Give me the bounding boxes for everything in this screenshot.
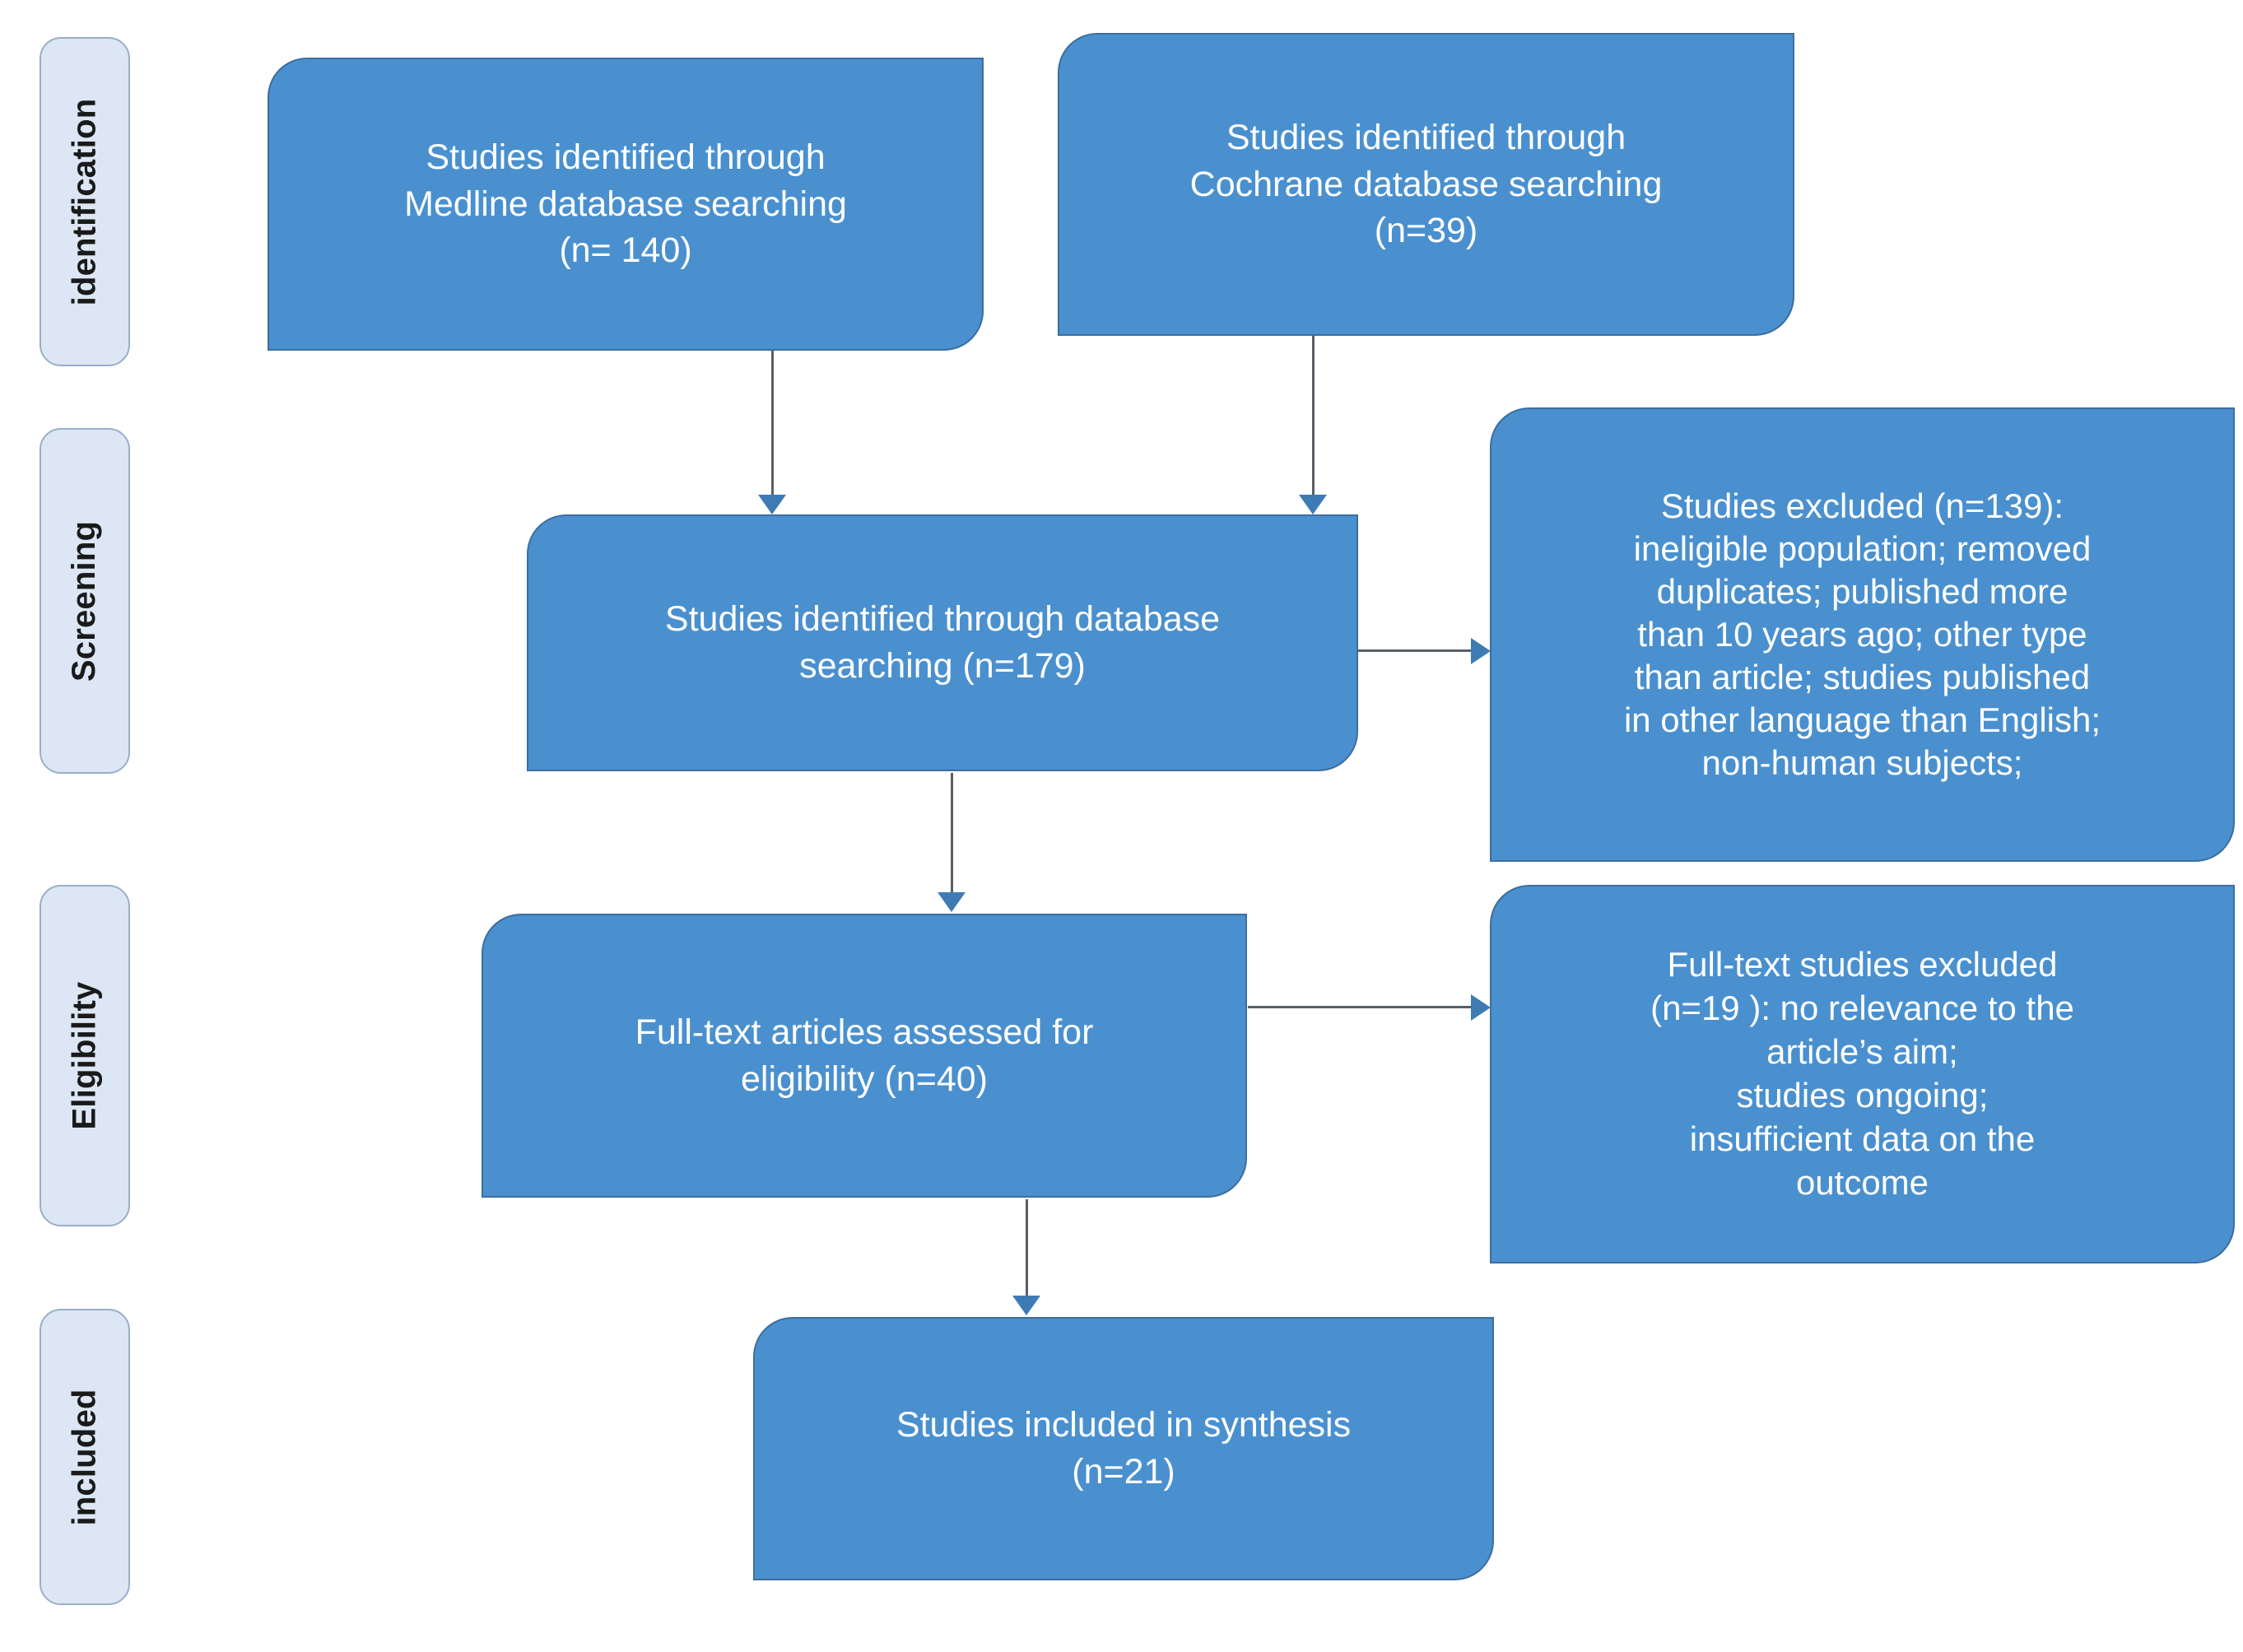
stage-label-screening: Screening	[40, 428, 130, 774]
box-fulltext-assessed: Full-text articles assessed for eligibil…	[482, 914, 1247, 1198]
stage-label-included: included	[40, 1309, 130, 1605]
arrowhead-down-icon	[938, 892, 966, 912]
arrowhead-right-icon	[1471, 638, 1491, 664]
connector-line	[951, 773, 953, 895]
box-included-synthesis: Studies included in synthesis (n=21)	[753, 1317, 1494, 1580]
connector-line	[1248, 1006, 1474, 1008]
connector-line	[1358, 649, 1473, 652]
arrowhead-down-icon	[1299, 495, 1327, 514]
arrowhead-down-icon	[758, 495, 786, 514]
stage-label-screening-text: Screening	[66, 520, 103, 682]
connector-line	[771, 351, 774, 497]
arrowhead-right-icon	[1471, 994, 1491, 1021]
box-cochrane-search: Studies identified through Cochrane data…	[1058, 33, 1794, 336]
stage-label-identification-text: identification	[66, 98, 103, 305]
stage-label-included-text: included	[66, 1388, 103, 1526]
stage-label-eligibility: Eligibility	[40, 885, 130, 1226]
box-medline-search: Studies identified through Medline datab…	[268, 58, 984, 351]
connector-line	[1312, 336, 1315, 497]
box-combined-search: Studies identified through database sear…	[527, 514, 1358, 771]
box-fulltext-excluded: Full-text studies excluded (n=19 ): no r…	[1490, 885, 2235, 1263]
box-studies-excluded: Studies excluded (n=139): ineligible pop…	[1490, 407, 2235, 862]
connector-line	[1026, 1199, 1028, 1298]
stage-label-eligibility-text: Eligibility	[66, 981, 103, 1130]
arrowhead-down-icon	[1012, 1296, 1040, 1315]
stage-label-identification: identification	[40, 37, 130, 366]
